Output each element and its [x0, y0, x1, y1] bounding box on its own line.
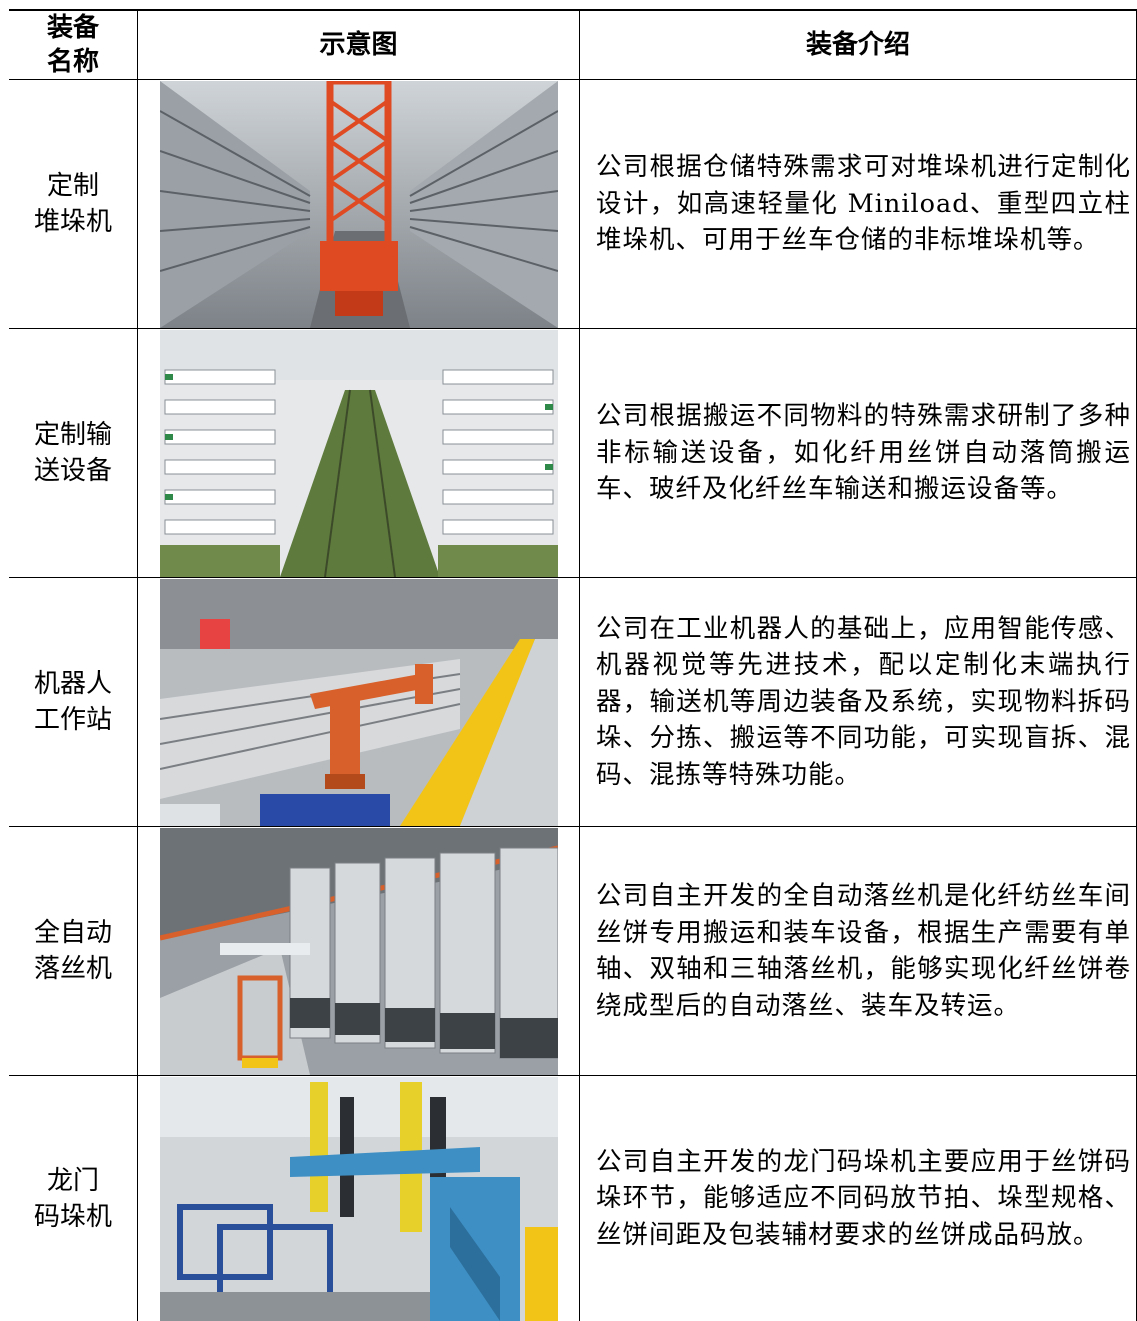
description-text: 公司自主开发的龙门码垛机主要应用于丝饼码垛环节，能够适应不同码放节拍、垛型规格、… [596, 1146, 1131, 1250]
description-text: 公司根据仓储特殊需求可对堆垛机进行定制化设计，如高速轻量化 Miniload、重… [596, 152, 1131, 256]
equipment-description: 公司根据仓储特殊需求可对堆垛机进行定制化设计，如高速轻量化 Miniload、重… [596, 80, 1131, 328]
column-divider [579, 9, 580, 1321]
column-divider [137, 9, 138, 1321]
description-text: 公司根据搬运不同物料的特殊需求研制了多种非标输送设备，如化纤用丝饼自动落筒搬运车… [596, 401, 1131, 505]
table-top-border [9, 9, 1137, 11]
row-divider [9, 1075, 1137, 1076]
gantry-palletizer-photo [160, 1077, 558, 1321]
row-divider [9, 328, 1137, 329]
automatic-doffing-machine-photo [160, 828, 558, 1075]
robot-workstation-photo [160, 579, 558, 826]
equipment-name: 定制 堆垛机 [33, 171, 112, 237]
equipment-description: 公司自主开发的全自动落丝机是化纤纺丝车间丝饼专用搬运和装车设备，根据生产需要有单… [596, 827, 1131, 1075]
equipment-description: 公司在工业机器人的基础上，应用智能传感、机器视觉等先进技术，配以定制化末端执行器… [596, 578, 1131, 826]
row-divider [9, 826, 1137, 827]
header-equipment-name: 装备 名称 [46, 12, 99, 77]
equipment-name: 龙门 码垛机 [33, 1165, 112, 1232]
stacker-crane-photo [160, 81, 558, 328]
equipment-name: 机器人 工作站 [33, 669, 112, 735]
row-divider [9, 577, 1137, 578]
equipment-description: 公司根据搬运不同物料的特殊需求研制了多种非标输送设备，如化纤用丝饼自动落筒搬运车… [596, 329, 1131, 577]
header-illustration: 示意图 [319, 29, 398, 60]
equipment-name: 定制输 送设备 [33, 420, 112, 486]
description-text: 公司自主开发的全自动落丝机是化纤纺丝车间丝饼专用搬运和装车设备，根据生产需要有单… [596, 881, 1131, 1021]
description-text: 公司在工业机器人的基础上，应用智能传感、机器视觉等先进技术，配以定制化末端执行器… [596, 613, 1131, 790]
equipment-description: 公司自主开发的龙门码垛机主要应用于丝饼码垛环节，能够适应不同码放节拍、垛型规格、… [596, 1076, 1131, 1321]
header-equipment-intro: 装备介绍 [805, 29, 910, 60]
header-divider [9, 79, 1137, 80]
equipment-name: 全自动 落丝机 [33, 918, 112, 984]
conveyor-equipment-photo [160, 330, 558, 577]
